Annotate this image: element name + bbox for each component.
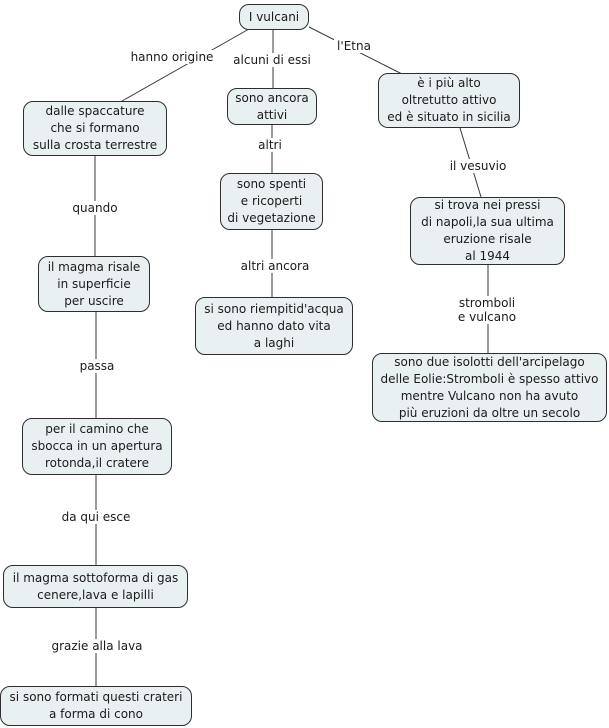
node-riempiti-dacqua[interactable]: si sono riempitid'acqua ed hanno dato vi… <box>195 297 353 355</box>
node-eolie-descrizione[interactable]: sono due isolotti dell'arcipelago delle … <box>372 353 607 422</box>
node-magma-sottoforma[interactable]: il magma sottoforma di gas cenere,lava e… <box>3 565 188 608</box>
link-label-altri-ancora[interactable]: altri ancora <box>237 259 313 273</box>
link-label-da-qui-esce[interactable]: da qui esce <box>58 510 134 524</box>
link-label-alcuni-di-essi[interactable]: alcuni di essi <box>230 53 314 67</box>
node-per-il-camino[interactable]: per il camino che sbocca in un apertura … <box>22 418 172 475</box>
link-label-stromboli-e-vulcano[interactable]: stromboli e vulcano <box>454 296 520 324</box>
link-label-hanno-origine[interactable]: hanno origine <box>127 50 217 64</box>
node-sono-spenti[interactable]: sono spenti e ricoperti di vegetazione <box>220 173 323 230</box>
node-sono-ancora-attivi[interactable]: sono ancora attivi <box>227 88 317 125</box>
link-label-quando[interactable]: quando <box>69 201 121 215</box>
link-label-altri[interactable]: altri <box>255 138 285 152</box>
node-etna-descrizione[interactable]: è i più alto oltretutto attivo ed è situ… <box>378 73 520 128</box>
node-il-magma-risale[interactable]: il magma risale in superficie per uscire <box>38 256 150 312</box>
node-dalle-spaccature[interactable]: dalle spaccature che si formano sulla cr… <box>23 101 167 156</box>
node-vesuvio-descrizione[interactable]: si trova nei pressi di napoli,la sua ult… <box>410 197 565 265</box>
link-label-passa[interactable]: passa <box>76 359 118 373</box>
edge-root-left1 <box>121 28 250 102</box>
link-label-letna[interactable]: l'Etna <box>334 39 374 53</box>
link-label-il-vesuvio[interactable]: il vesuvio <box>446 159 510 173</box>
node-i-vulcani[interactable]: I vulcani <box>239 4 309 30</box>
node-crateri-a-cono[interactable]: si sono formati questi crateri a forma d… <box>0 686 192 726</box>
link-label-grazie-alla-lava[interactable]: grazie alla lava <box>48 639 146 653</box>
